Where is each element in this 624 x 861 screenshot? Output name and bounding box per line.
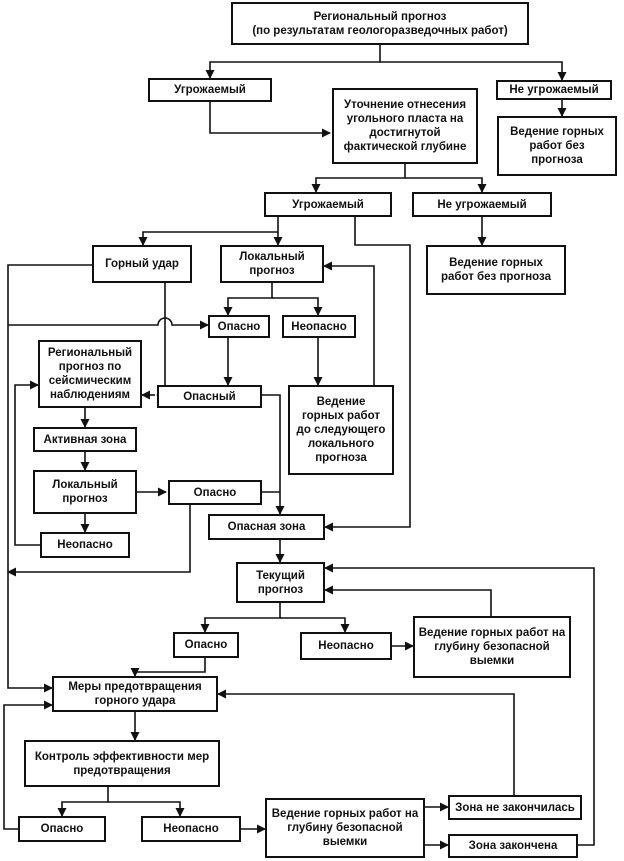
not-threatened-label-1: Не угрожаемый xyxy=(509,84,599,96)
connector xyxy=(200,603,281,633)
mining-safe-depth-label-2: Ведение горных работ на глубину безопасн… xyxy=(271,808,419,848)
threatened-box-2: Угрожаемый xyxy=(264,192,392,217)
not-dangerous-label-2: Неопасно xyxy=(57,539,113,551)
connector xyxy=(3,700,53,830)
not-dangerous-label-3: Неопасно xyxy=(318,640,374,652)
refine-classification-box: Уточнение отнесения угольного пласта на … xyxy=(332,88,478,164)
mining-without-forecast-label-2: Ведение горных работ без прогноза xyxy=(440,257,552,283)
regional-forecast-label: Региональный прогноз (по результатам гео… xyxy=(252,10,508,37)
connector xyxy=(156,283,166,400)
local-forecast-box-1: Локальный прогноз xyxy=(220,245,324,283)
connector xyxy=(7,264,92,693)
dangerous-box-4: Опасно xyxy=(18,816,106,842)
connector xyxy=(405,177,487,193)
current-forecast-label: Текущий прогноз xyxy=(256,569,305,596)
connector xyxy=(311,164,406,193)
connector xyxy=(217,689,515,795)
mining-safe-depth-box-1: Ведение горных работ на глубину безопасн… xyxy=(413,616,571,678)
regional-seismic-forecast-label: Региональный прогноз по сейсмическим наб… xyxy=(47,347,133,401)
dangerous-label-4: Опасно xyxy=(40,823,84,835)
zone-not-finished-box: Зона не закончилась xyxy=(448,795,582,820)
connector xyxy=(223,283,273,316)
not-threatened-box-2: Не угрожаемый xyxy=(412,192,552,217)
connector xyxy=(8,317,209,330)
regional-forecast-box: Региональный прогноз (по результатам гео… xyxy=(231,2,529,45)
efficiency-control-box: Контроль эффективности мер предотвращени… xyxy=(24,740,220,787)
mining-until-next-forecast-label: Ведение горных работ до следующего локал… xyxy=(296,396,386,464)
local-forecast-label-1: Локальный прогноз xyxy=(239,251,305,277)
threatened-label-1: Угрожаемый xyxy=(174,84,246,96)
dangerous-box-2: Опасно xyxy=(168,480,262,505)
not-dangerous-label-1: Неопасно xyxy=(291,320,347,333)
connector xyxy=(108,801,185,817)
dangerous-label-2: Опасно xyxy=(193,486,237,499)
dangerous-zone-label: Опасная зона xyxy=(227,521,306,533)
connector xyxy=(324,563,595,846)
mining-without-forecast-label-1: Ведение горных работ без прогноза xyxy=(510,126,604,166)
not-dangerous-box-4: Неопасно xyxy=(141,816,241,842)
zone-finished-label: Зона закончена xyxy=(468,840,558,852)
connector xyxy=(323,261,375,385)
dangerous-box-1: Опасно xyxy=(208,315,270,338)
connector xyxy=(272,297,323,316)
efficiency-control-label: Контроль эффективности мер предотвращени… xyxy=(34,750,210,777)
connector xyxy=(14,380,40,546)
prevention-measures-box: Меры предотвращения горного удара xyxy=(52,676,218,712)
rock-burst-box: Горный удар xyxy=(92,245,192,283)
mining-safe-depth-box-2: Ведение горных работ на глубину безопасн… xyxy=(265,798,425,858)
not-dangerous-box-3: Неопасно xyxy=(300,632,392,660)
dangerous-label-1: Опасно xyxy=(217,320,261,333)
dangerous-zone-box: Опасная зона xyxy=(208,514,325,540)
zone-finished-box: Зона закончена xyxy=(448,834,578,858)
connector xyxy=(7,505,191,577)
dangerous-type-label: Опасный xyxy=(183,390,236,403)
rock-burst-label: Горный удар xyxy=(105,258,179,270)
mining-without-forecast-box-1: Ведение горных работ без прогноза xyxy=(497,116,617,176)
mining-without-forecast-box-2: Ведение горных работ без прогноза xyxy=(426,245,566,295)
dangerous-label-3: Опасно xyxy=(184,639,228,651)
threatened-box-1: Угрожаемый xyxy=(148,78,272,102)
connector xyxy=(138,217,279,246)
connector xyxy=(209,102,331,138)
active-zone-box: Активная зона xyxy=(33,427,137,452)
connector xyxy=(380,61,567,81)
zone-not-finished-label: Зона не закончилась xyxy=(455,801,575,814)
dangerous-type-box: Опасный xyxy=(157,385,262,408)
connector xyxy=(324,217,411,532)
mining-until-next-forecast-box: Ведение горных работ до следующего локал… xyxy=(288,385,394,475)
prevention-measures-label: Меры предотвращения горного удара xyxy=(68,681,202,707)
refine-classification-label: Уточнение отнесения угольного пласта на … xyxy=(343,99,467,153)
not-threatened-label-2: Не угрожаемый xyxy=(437,198,527,211)
connector xyxy=(262,394,285,515)
threatened-label-2: Угрожаемый xyxy=(292,198,364,211)
connector xyxy=(130,658,206,677)
mining-safe-depth-label-1: Ведение горных работ на глубину безопасн… xyxy=(418,627,566,667)
dangerous-box-3: Опасно xyxy=(173,632,239,658)
connector xyxy=(205,45,381,79)
regional-seismic-forecast-box: Региональный прогноз по сейсмическим наб… xyxy=(38,340,142,408)
connector xyxy=(57,787,109,817)
current-forecast-box: Текущий прогноз xyxy=(236,562,325,603)
connector xyxy=(280,617,350,633)
not-threatened-box-1: Не угрожаемый xyxy=(496,80,612,100)
local-forecast-label-2: Локальный прогноз xyxy=(52,479,118,505)
not-dangerous-box-1: Неопасно xyxy=(282,315,356,338)
local-forecast-box-2: Локальный прогноз xyxy=(33,470,137,514)
connector xyxy=(324,585,492,616)
not-dangerous-label-4: Неопасно xyxy=(163,823,219,835)
not-dangerous-box-2: Неопасно xyxy=(40,532,130,558)
active-zone-label: Активная зона xyxy=(43,433,127,446)
